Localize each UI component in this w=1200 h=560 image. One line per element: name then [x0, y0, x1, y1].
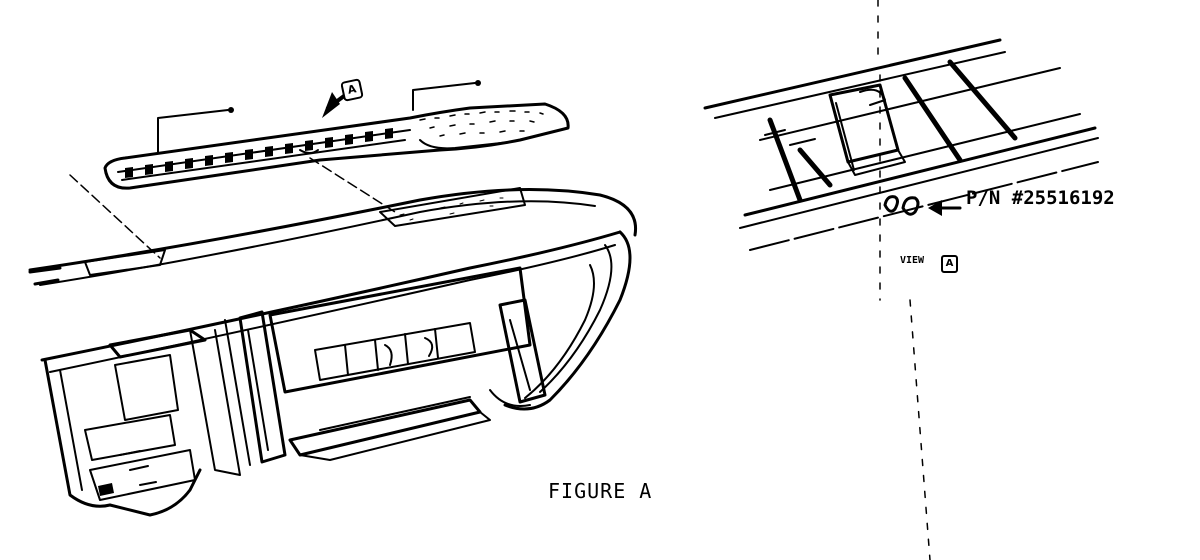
view-ref-badge: A [941, 255, 958, 273]
defroster-grille-strip [103, 80, 570, 190]
dashboard-drawing [28, 157, 638, 517]
view-label: VIEW [900, 255, 925, 266]
view-a-detail-drawing [703, 0, 1099, 560]
figure-caption: FIGURE A [548, 479, 653, 503]
view-a-reference-badge: A [340, 78, 364, 102]
part-number-label: P/N #25516192 [966, 187, 1115, 209]
view-a-pointer-arrow [322, 92, 346, 118]
